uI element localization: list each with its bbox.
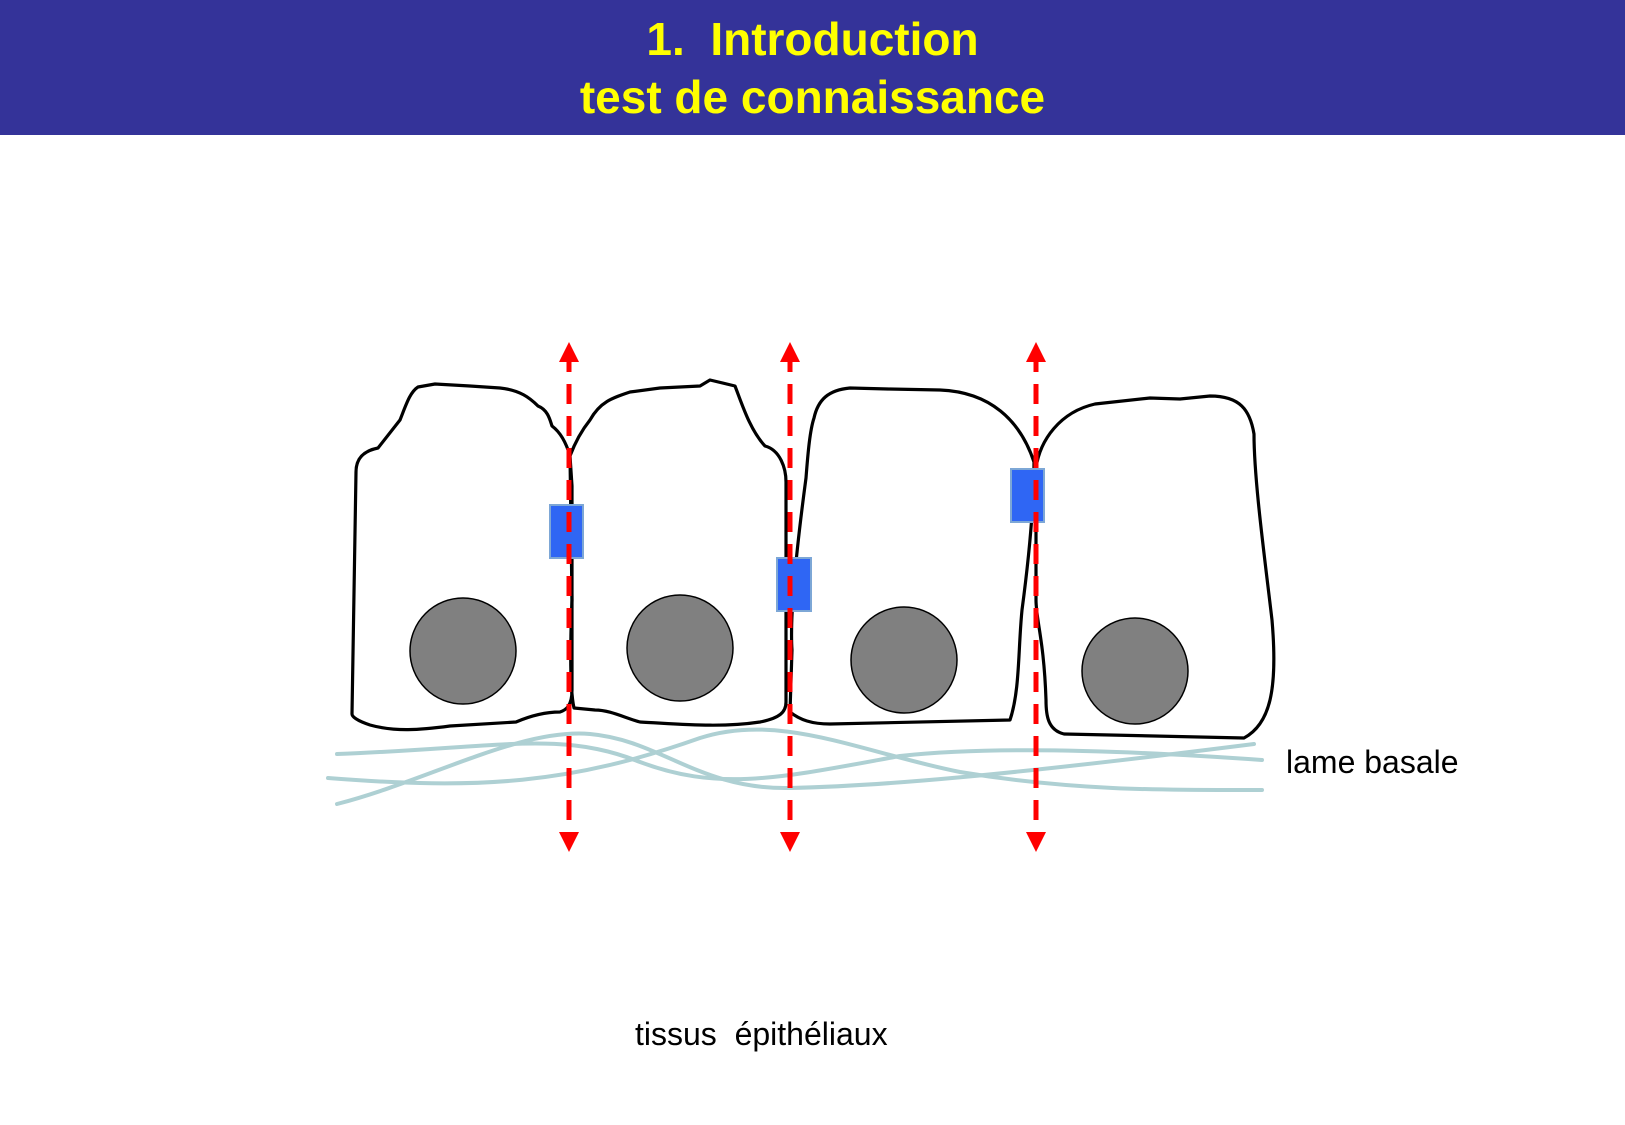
slide-header: 1. Introduction test de connaissance (0, 0, 1625, 135)
epithelial-cell-3 (788, 386, 1036, 726)
slide-title-line2: test de connaissance (579, 70, 1046, 123)
basal-fiber (335, 731, 1256, 806)
basal-fiber (326, 727, 1264, 793)
nucleus (409, 597, 517, 705)
nucleus (1081, 617, 1189, 725)
cell-junction (776, 557, 812, 612)
nucleus (850, 606, 958, 714)
slide-title-line1: 1. Introduction (646, 12, 979, 65)
cell-junction (1010, 468, 1045, 523)
diagram-caption: tissus épithéliaux (635, 1016, 888, 1052)
nucleus (626, 594, 734, 702)
basal-lamina (326, 727, 1264, 806)
basal-lamina-label: lame basale (1286, 744, 1459, 780)
nuclei (409, 594, 1189, 725)
paracellular-arrows (559, 342, 1046, 852)
